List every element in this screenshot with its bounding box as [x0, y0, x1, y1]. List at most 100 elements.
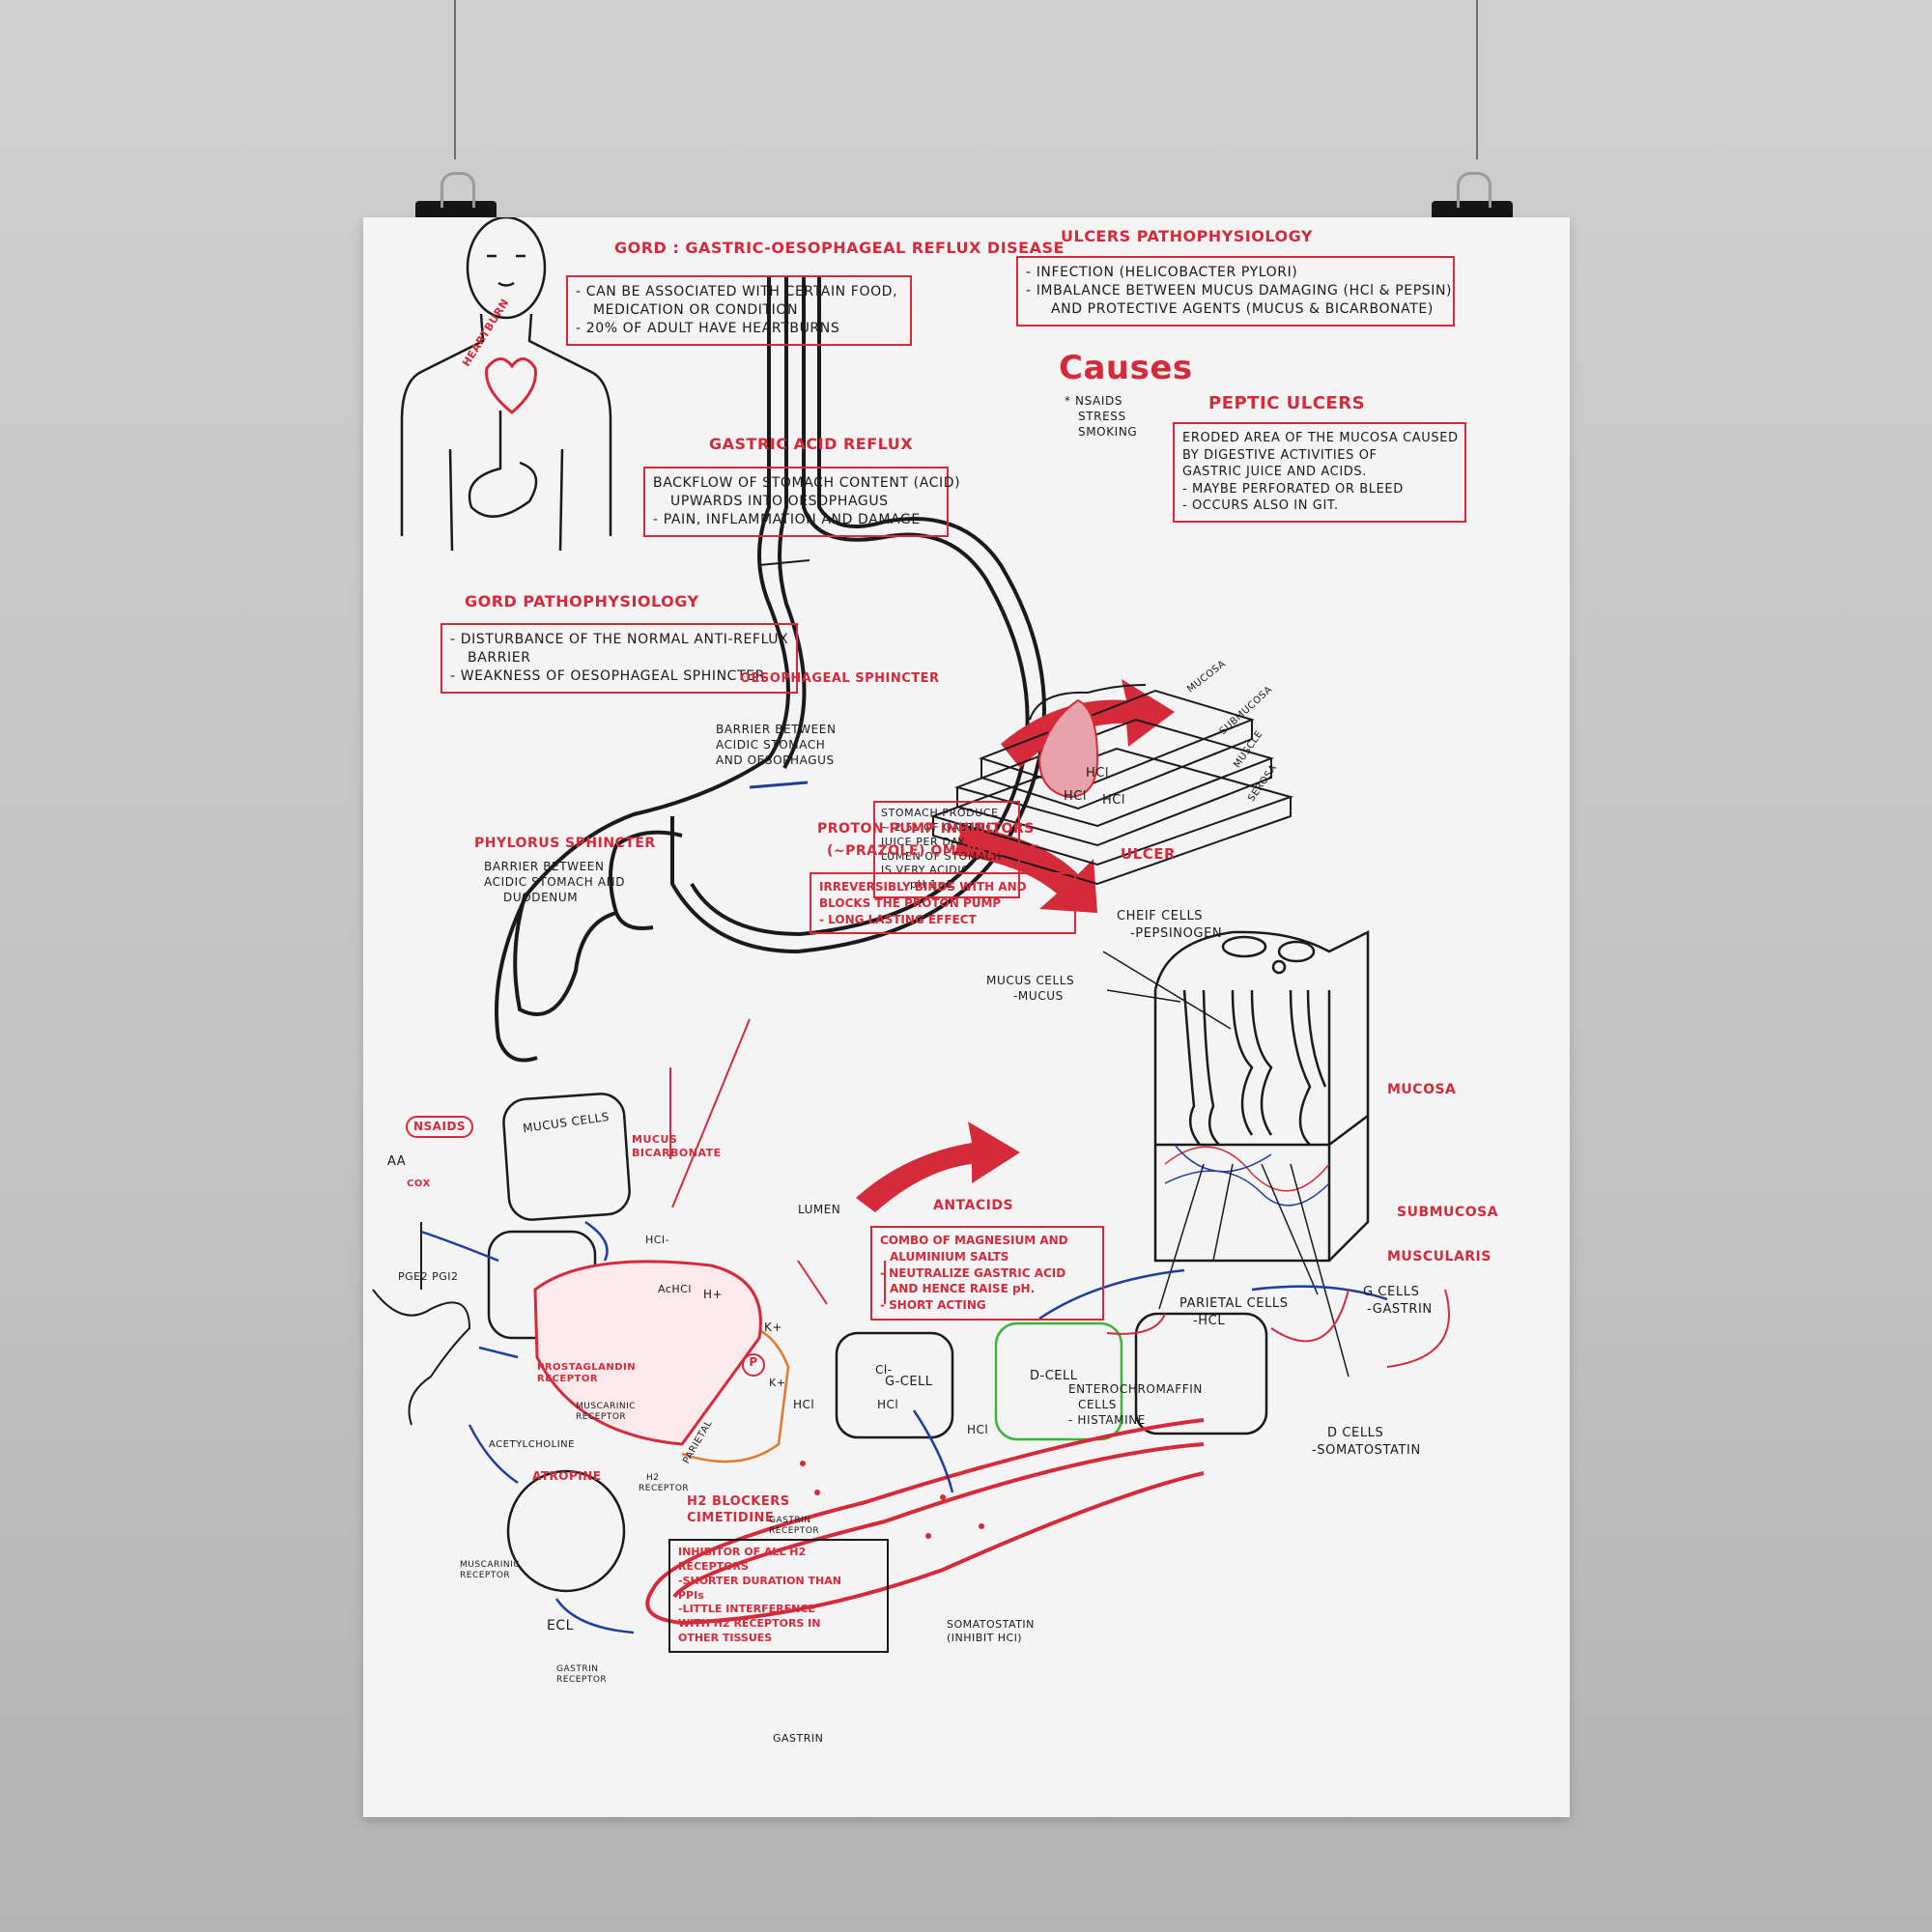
pyloric-sphincter-line: BARRIER BETWEEN	[484, 860, 605, 873]
cause-item: SMOKING	[1078, 425, 1138, 440]
aa-label: AA	[387, 1154, 407, 1169]
proton-pump-icon: P	[742, 1353, 765, 1377]
antacids-box: COMBO OF MAGNESIUM AND ALUMINIUM SALTS -…	[870, 1226, 1104, 1321]
center-hcl-label: HCl	[967, 1423, 989, 1436]
gastrin-receptor-ecl-line: RECEPTOR	[556, 1674, 608, 1685]
peptic-bullet: GASTRIC JUICE AND ACIDS.	[1182, 465, 1367, 480]
pyloric-sphincter-title: PHYLORUS SPHINCTER	[474, 836, 656, 851]
pyloric-sphincter-line: ACIDIC STOMACH AND	[484, 875, 626, 890]
mucus-cells-line: -MUCUS	[1013, 989, 1064, 1004]
prostaglandin-receptor-line: PROSTAGLANDIN	[537, 1362, 637, 1373]
cl-minus-label: Cl-	[875, 1363, 893, 1377]
ecl-cell-label: ECL	[547, 1618, 574, 1634]
g-cell-label: G-CELL	[885, 1375, 933, 1389]
atropine-label: ATROPINE	[532, 1469, 602, 1483]
stomach-info-line: pH 1~2	[910, 878, 954, 892]
prostaglandin-receptor-line: RECEPTOR	[537, 1374, 599, 1384]
ppi-title: PROTON PUMP INHIBITORS	[817, 821, 1035, 837]
stomach-hcl-label: HCl	[1086, 766, 1109, 781]
ecl-cells-label: ENTEROCHROMAFFIN CELLS - HISTAMINE	[1068, 1381, 1203, 1429]
ppi-bullet: IRREVERSIBLY BINDS WITH AND	[819, 880, 1027, 894]
stomach-info-line: JUICE PER DAY.	[881, 835, 967, 848]
oes-sphincter-line: ACIDIC STOMACH	[716, 738, 826, 753]
inhibition-lines	[669, 1018, 1450, 1368]
torso-outline	[400, 217, 612, 552]
oes-sphincter-desc: BARRIER BETWEEN ACIDIC STOMACH AND OESOP…	[716, 722, 837, 769]
peptic-title: PEPTIC ULCERS	[1208, 393, 1366, 413]
gord-bullet: - 20% OF ADULT HAVE HEARTBURNS	[576, 320, 840, 336]
parietal-cells-line: -HCL	[1193, 1313, 1226, 1328]
k-plus-inner-label: K+	[769, 1377, 786, 1389]
stomach-info-line: ~ 2.5L OF GASTRIC	[881, 820, 994, 834]
h2-bullet: INHIBITOR OF ALL H2	[678, 1546, 807, 1558]
d-cells-line: -SOMATOSTATIN	[1312, 1442, 1421, 1458]
oes-sphincter-title: OESOPHAGEAL SPHINCTER	[740, 671, 940, 686]
antacid-hcl-label: HCl	[877, 1398, 899, 1411]
antacids-bullet: AND HENCE RAISE pH.	[890, 1282, 1036, 1296]
gastrin-receptor-line: GASTRIN	[769, 1516, 811, 1525]
signal-arrows	[420, 1220, 1388, 1634]
mucus-bicarb-label: MUCUS BICARBONATE	[632, 1133, 722, 1161]
peptic-bullet: - MAYBE PERFORATED OR BLEED	[1182, 481, 1404, 497]
mucus-bicarb-line: MUCUS	[632, 1133, 678, 1146]
ecl-cells-line: CELLS	[1078, 1398, 1117, 1412]
cause-item: STRESS	[1078, 410, 1126, 424]
gastrin-receptor-line: RECEPTOR	[769, 1525, 820, 1536]
lumen-label: LUMEN	[798, 1203, 841, 1216]
muscarinic-receptor-ecl-line: RECEPTOR	[460, 1570, 511, 1580]
gord-patho-bullet: - WEAKNESS OF OESOPHAGEAL SPHINCTER	[450, 668, 765, 684]
small-stomach-icon	[468, 411, 538, 518]
antacids-bullet: ALUMINIUM SALTS	[890, 1249, 1009, 1264]
antacids-bullet: COMBO OF MAGNESIUM AND	[880, 1234, 1068, 1247]
muscarinic-receptor-label: MUSCARINIC RECEPTOR	[576, 1402, 636, 1423]
chief-cells-label: CHEIF CELLS -PEPSINOGEN	[1117, 908, 1222, 942]
muscarinic-receptor-line: RECEPTOR	[576, 1411, 627, 1422]
blood-vessels	[1164, 1144, 1330, 1207]
d-cells-line: D CELLS	[1327, 1426, 1384, 1440]
acid-reflux-title: GASTRIC ACID REFLUX	[709, 435, 914, 453]
pyloric-sphincter-desc: BARRIER BETWEEN ACIDIC STOMACH AND DUODE…	[484, 859, 625, 906]
h-plus-label: H+	[703, 1288, 724, 1301]
h2-bullet: -LITTLE INTERFERENCE	[678, 1603, 815, 1616]
acetylcholine-label: ACETYLCHOLINE	[489, 1439, 575, 1450]
mucus-cells-line: MUCUS CELLS	[986, 974, 1075, 987]
muscarinic-receptor-ecl-line: MUSCARINIC	[460, 1560, 521, 1570]
acid-reflux-box: BACKFLOW OF STOMACH CONTENT (ACID) UPWAR…	[643, 467, 961, 537]
muscarinic-receptor-ecl-label: MUSCARINIC RECEPTOR	[460, 1560, 520, 1581]
g-cells-line: G CELLS	[1363, 1285, 1420, 1299]
peptic-bullet: ERODED AREA OF THE MUCOSA CAUSED	[1182, 431, 1459, 445]
h2-title: H2 BLOCKERS CIMETIDINE	[687, 1494, 790, 1527]
acid-reflux-bullet: - PAIN, INFLAMMATION AND DAMAGE	[653, 511, 921, 527]
ulcer-patho-box: - INFECTION (HELICOBACTER PYLORI) - IMBA…	[1016, 256, 1455, 327]
achcl-label: AcHCl	[658, 1283, 692, 1295]
gord-box: - CAN BE ASSOCIATED WITH CERTAIN FOOD, M…	[566, 275, 912, 346]
muscularis-label: MUSCULARIS	[1387, 1249, 1492, 1264]
peptic-box: ERODED AREA OF THE MUCOSA CAUSED BY DIGE…	[1173, 422, 1466, 523]
h2-bullet: -SHORTER DURATION THAN	[678, 1574, 841, 1587]
cause-item: * NSAIDS	[1065, 394, 1123, 408]
ppi-subtitle: (~PRAZOLE) OMEPRAZOLE	[827, 843, 1040, 859]
prostaglandin-receptor-label: PROSTAGLANDIN RECEPTOR	[537, 1362, 636, 1385]
somatostatin-line: (INHIBIT HCl)	[947, 1632, 1023, 1645]
hcl-minus-label: HCl-	[645, 1234, 669, 1246]
causes-list: * NSAIDS STRESS SMOKING	[1065, 393, 1137, 440]
gord-patho-bullet: BARRIER	[468, 649, 531, 666]
antacids-bullet: - NEUTRALIZE GASTRIC ACID	[880, 1265, 1066, 1280]
nsaids-badge: NSAIDS	[406, 1116, 474, 1138]
acid-reflux-bullet: BACKFLOW OF STOMACH CONTENT (ACID)	[653, 475, 961, 491]
submucosa-label: SUBMUCOSA	[1397, 1205, 1499, 1220]
k-plus-label: K+	[764, 1321, 782, 1334]
ulcer-patho-bullet: AND PROTECTIVE AGENTS (MUCUS & BICARBONA…	[1051, 300, 1434, 317]
h2-box: INHIBITOR OF ALL H2 RECEPTORS -SHORTER D…	[668, 1539, 889, 1653]
mucus-cells-label: MUCUS CELLS -MUCUS	[986, 973, 1074, 1004]
causes-title: Causes	[1059, 349, 1193, 387]
peptic-bullet: - OCCURS ALSO IN GIT.	[1182, 498, 1339, 514]
ppi-bullet: - LONG LASTING EFFECT	[819, 912, 977, 926]
gastric-gland-block	[1153, 929, 1370, 1263]
ulcer-lesion	[1037, 698, 1099, 799]
oes-sphincter-line: AND OESOPHAGUS	[716, 753, 835, 768]
h2-title-line: H2 BLOCKERS	[687, 1494, 790, 1509]
antacids-bullet: - SHORT ACTING	[880, 1298, 986, 1313]
d-cells-label: D CELLS -SOMATOSTATIN	[1312, 1425, 1421, 1459]
pyloric-sphincter-line: DUODENUM	[503, 891, 579, 905]
